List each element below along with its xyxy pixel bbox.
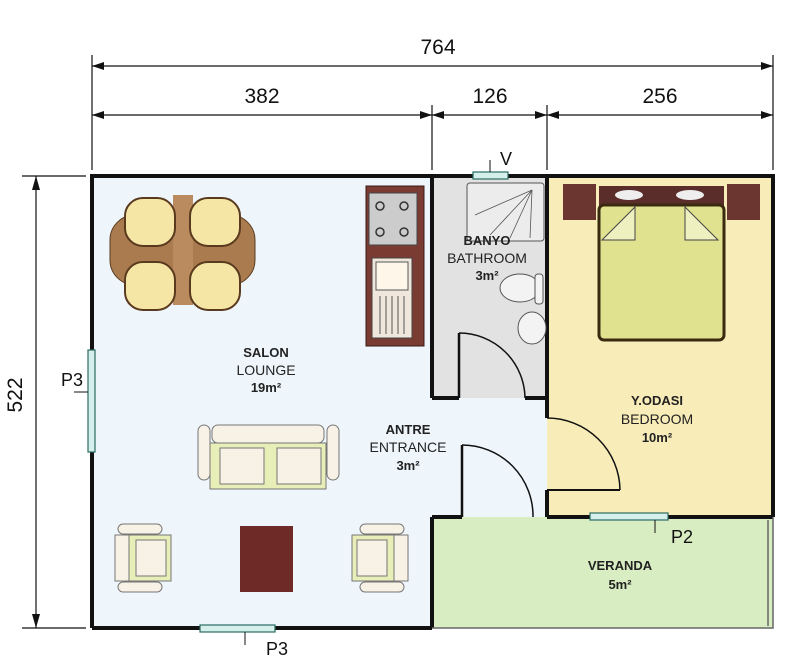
lounge-area: 19m² [251,380,282,395]
coffee-table [240,526,293,592]
dining-table [109,195,256,311]
dim-bath-width: 126 [472,85,507,108]
veranda-floor [432,517,773,628]
lounge-label-tr: SALON [243,345,289,360]
window-label-v: V [500,149,512,169]
bedroom-label-en: BEDROOM [621,411,693,427]
bedroom-area: 10m² [642,430,673,445]
veranda-railing [432,517,774,629]
armchair-left [114,523,172,593]
dimension-arrows [32,62,773,628]
sofa [197,424,340,490]
dim-total-width: 764 [420,36,455,59]
window-leaders [74,160,656,645]
window-label-p3-bottom: P3 [266,639,288,659]
kitchen-counter [365,185,425,347]
bathroom-label-tr: BANYO [464,233,511,248]
entrance-area: 3m² [396,458,420,473]
veranda-label: VERANDA [588,558,653,573]
dimension-lines [22,55,774,629]
toilet [499,273,544,305]
veranda-area: 5m² [608,577,632,592]
dim-bedroom-width: 256 [642,85,677,108]
lounge-label-en: LOUNGE [236,362,295,378]
window-label-p3-left: P3 [61,370,83,390]
doors [457,332,621,518]
bed [563,184,760,342]
shower [466,182,545,242]
entrance-label-tr: ANTRE [386,422,431,437]
dim-lounge-width: 382 [244,85,279,108]
armchair-right [351,523,409,593]
bedroom-door [546,417,621,491]
window-label-p2: P2 [671,527,693,547]
bathroom-area: 3m² [475,268,499,283]
windows [87,171,669,633]
bathroom-sink [517,311,547,345]
bedroom-label-tr: Y.ODASI [631,393,683,408]
entrance-label-en: ENTRANCE [369,439,446,455]
walls [90,174,775,630]
dim-height: 522 [4,377,27,412]
bathroom-label-en: BATHROOM [447,250,527,266]
